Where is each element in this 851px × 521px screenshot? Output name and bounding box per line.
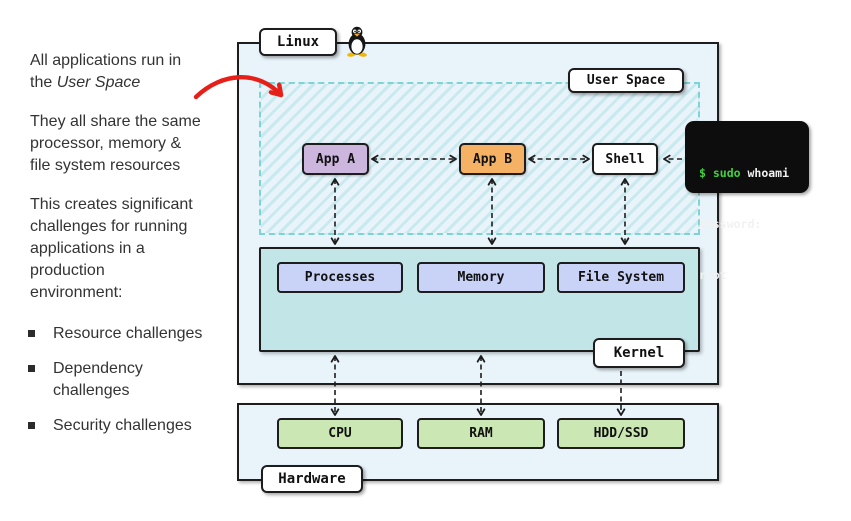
note-paragraph-3: This creates significant challenges for …: [30, 194, 242, 304]
terminal-command: whoami: [740, 166, 790, 180]
notes-column: All applications run in the User Space T…: [28, 50, 242, 450]
user-space-emphasis: User Space: [56, 74, 141, 91]
app-a-box: App A: [302, 143, 369, 175]
tux-penguin-icon: [347, 26, 367, 57]
terminal-prompt: $ sudo: [699, 166, 741, 180]
note-line: This creates significant: [30, 196, 193, 213]
note-line: All applications run in: [30, 52, 182, 69]
list-item-security-challenges: Security challenges: [28, 415, 242, 437]
terminal-line-output: root: [699, 268, 727, 282]
file-system-box: File System: [557, 262, 685, 293]
shell-box: Shell: [592, 143, 658, 175]
note-line: applications in a: [30, 240, 145, 257]
note-line: production: [30, 262, 105, 279]
note-paragraph-1: All applications run in the User Space: [30, 50, 242, 94]
terminal-window: $ sudo whoami Password: root: [685, 121, 809, 282]
linux-label: Linux: [259, 28, 337, 56]
bullet-text: Dependency: [53, 360, 143, 377]
cpu-box: CPU: [277, 418, 403, 449]
note-line: challenges for running: [30, 218, 188, 235]
hardware-label: Hardware: [261, 465, 363, 493]
note-line: processor, memory &: [30, 135, 182, 152]
ram-box: RAM: [417, 418, 545, 449]
note-line: environment:: [30, 284, 123, 301]
note-line: They all share the same: [30, 113, 201, 130]
terminal-line-command: $ sudo whoami: [699, 165, 809, 182]
bullet-text: challenges: [53, 382, 130, 399]
terminal-line-password: Password:: [699, 217, 762, 231]
note-line: the User Space: [30, 72, 242, 94]
list-item-dependency-challenges: Dependency challenges: [28, 358, 242, 402]
note-paragraph-2: They all share the same processor, memor…: [30, 111, 242, 177]
hdd-ssd-box: HDD/SSD: [557, 418, 685, 449]
user-space-label: User Space: [568, 68, 684, 93]
challenges-list: Resource challenges Dependency challenge…: [28, 323, 242, 437]
note-text: the: [30, 74, 57, 91]
note-line: file system resources: [30, 157, 181, 174]
bullet-text: Security challenges: [53, 417, 192, 434]
memory-box: Memory: [417, 262, 545, 293]
bullet-text: Resource challenges: [53, 325, 203, 342]
processes-box: Processes: [277, 262, 403, 293]
list-item-resource-challenges: Resource challenges: [28, 323, 242, 345]
kernel-label: Kernel: [593, 338, 685, 368]
app-b-box: App B: [459, 143, 526, 175]
